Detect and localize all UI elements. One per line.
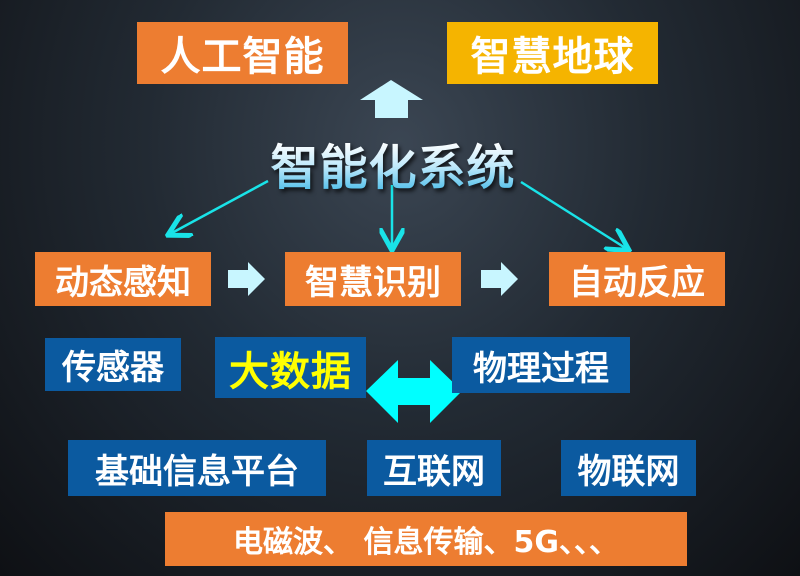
arrow-to-perception [170,179,269,234]
recognition-box: 智慧识别 [285,252,461,306]
iot-box: 物联网 [561,440,696,496]
up-arrow-icon [360,80,423,118]
transmission-box: 电磁波、 信息传输、5G、、、 [165,512,687,566]
sensor-box: 传感器 [45,338,181,391]
physical-process-box: 物理过程 [452,337,630,393]
right-arrow-icon [481,262,518,296]
reaction-box: 自动反应 [549,252,725,306]
internet-box: 互联网 [367,440,501,496]
ai-box: 人工智能 [137,22,348,84]
diagram-title: 智能化系统 [262,128,524,198]
right-arrow-icon [228,262,265,296]
info-platform-box: 基础信息平台 [68,440,326,496]
double-arrow-icon [366,360,462,423]
arrow-to-reaction [520,180,627,249]
perception-box: 动态感知 [35,252,211,306]
smart-earth-box: 智慧地球 [447,22,658,84]
bigdata-box: 大数据 [215,337,366,398]
